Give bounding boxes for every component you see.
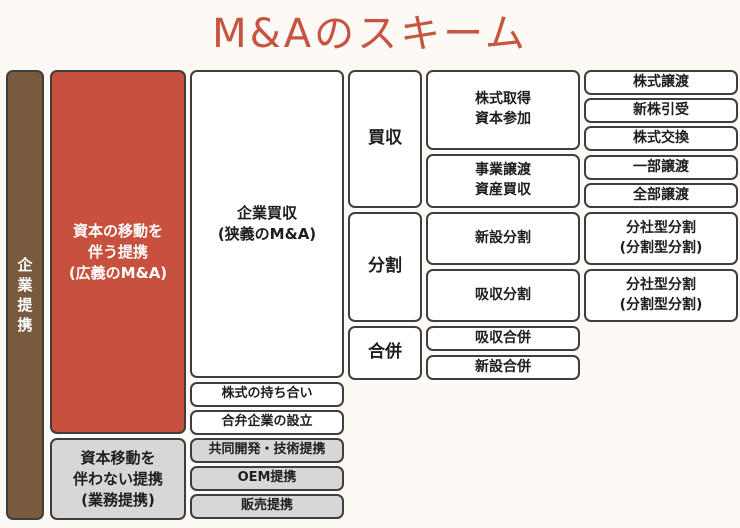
partial-transfer-box: 一部譲渡 bbox=[584, 155, 738, 180]
stock-acquisition-box: 株式取得 資本参加 bbox=[426, 70, 580, 150]
share-exchange-box: 株式交換 bbox=[584, 126, 738, 151]
absorb-merger-box: 吸収合併 bbox=[426, 326, 580, 351]
merger-box: 合併 bbox=[348, 326, 422, 380]
stock-transfer-box: 株式譲渡 bbox=[584, 70, 738, 95]
business-tie-rd-box: 共同開発・技術提携 bbox=[190, 438, 344, 463]
business-tie-sales-box: 販売提携 bbox=[190, 494, 344, 519]
alliance-box: 企 業 提 携 bbox=[6, 70, 44, 520]
asset-acquisition-box: 事業譲渡 資産買収 bbox=[426, 154, 580, 208]
split-box: 分割 bbox=[348, 212, 422, 322]
capital-move-box: 資本の移動を 伴う提携 (広義のM&A) bbox=[50, 70, 186, 434]
new-merger-box: 新設合併 bbox=[426, 355, 580, 380]
new-split-box: 新設分割 bbox=[426, 212, 580, 265]
business-tie-oem-box: OEM提携 bbox=[190, 466, 344, 491]
capital-tie-stock-box: 株式の持ち合い bbox=[190, 382, 344, 407]
no-capital-move-box: 資本移動を 伴わない提携 (業務提携) bbox=[50, 438, 186, 520]
capital-tie-jv-box: 合弁企業の設立 bbox=[190, 410, 344, 435]
absorb-split-type-box: 分社型分割 (分割型分割) bbox=[584, 269, 738, 322]
full-transfer-box: 全部譲渡 bbox=[584, 183, 738, 208]
new-share-subscription-box: 新株引受 bbox=[584, 98, 738, 123]
absorb-split-box: 吸収分割 bbox=[426, 269, 580, 322]
acquisition-box: 買収 bbox=[348, 70, 422, 208]
new-split-type-box: 分社型分割 (分割型分割) bbox=[584, 212, 738, 265]
page-title: M&Aのスキーム bbox=[212, 11, 528, 57]
ma-narrow-box: 企業買収 (狭義のM&A) bbox=[190, 70, 344, 378]
